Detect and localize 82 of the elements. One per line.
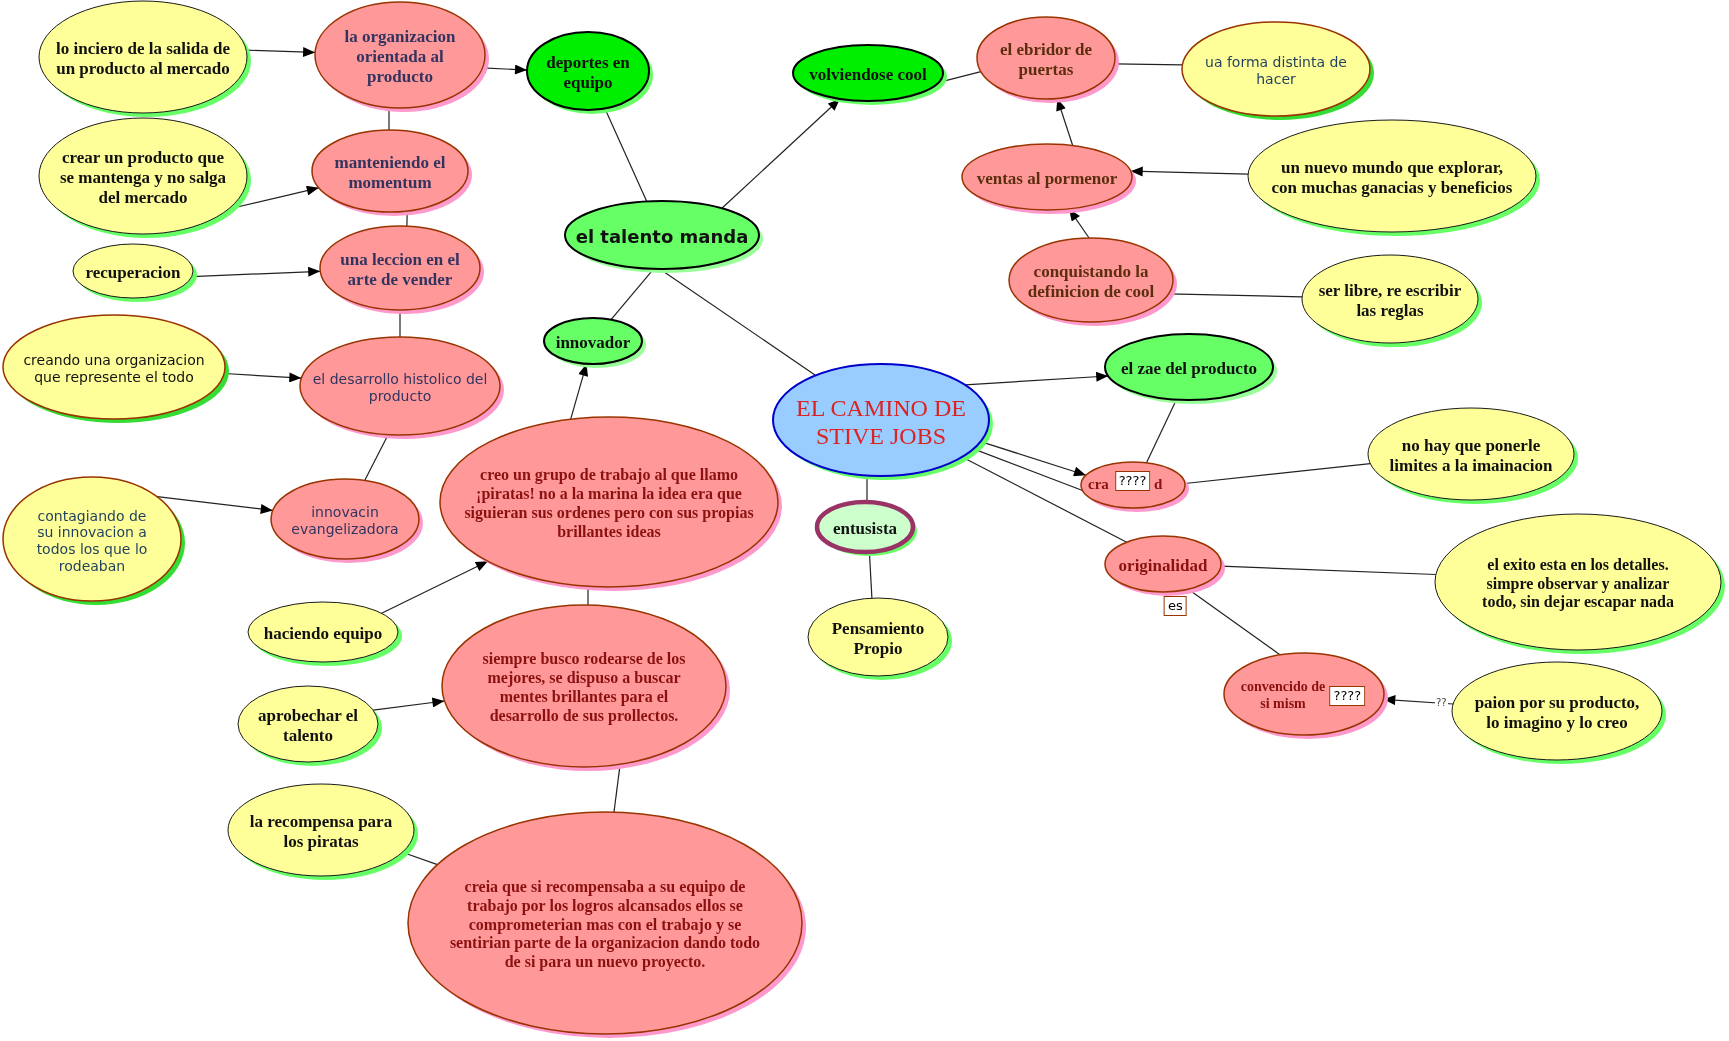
- concept-label: deportes en equipo: [545, 52, 631, 94]
- concept-ellipse: [297, 334, 507, 442]
- concept-label: aprobechar el talento: [257, 705, 359, 747]
- concept-label: lo inciero de la salida de un producto al mercado: [55, 38, 231, 80]
- concept-label: una leccion en el arte de vender: [339, 249, 461, 291]
- concept-label: creo un grupo de trabajo al que llamo ¡piratas! no a la marina la idea era que siguieran sus ordenes pero con sus propias brillantes ideas: [463, 466, 755, 542]
- arrow: [381, 560, 489, 614]
- concept-ellipse: [70, 241, 200, 305]
- concept-label: entusista: [832, 518, 898, 539]
- concept-label: volviendose cool: [809, 64, 927, 85]
- concept-ellipse: [814, 499, 920, 559]
- concept-ellipse: [790, 42, 950, 108]
- concept-ellipse: [309, 127, 475, 219]
- concept-label: haciendo equipo: [263, 623, 383, 644]
- concept-label: ser libre, re escribir las reglas: [1317, 280, 1463, 322]
- concept-label: el exito esta en los detalles. simpre observar y analizar todo, sin dejar escapar nada: [1481, 555, 1675, 613]
- concept-ellipse: [235, 683, 385, 769]
- arrow: [156, 496, 274, 514]
- concept-ellipse: [437, 414, 785, 594]
- concept-ellipse: [225, 781, 421, 883]
- concept-label: EL CAMINO DE STIVE JOBS: [795, 393, 967, 451]
- concept-ellipse: [312, 0, 492, 115]
- concept-label: la recompensa para los piratas: [248, 811, 394, 853]
- concept-ellipse: [974, 14, 1122, 106]
- concept-label: la organizacion orientada al producto: [343, 26, 457, 88]
- arrow: [721, 98, 841, 209]
- concept-ellipse: [524, 29, 656, 117]
- concept-ellipse: [0, 474, 188, 608]
- arrow: [1130, 166, 1249, 177]
- connector-line: [1184, 463, 1371, 485]
- concept-ellipse: [36, 0, 254, 120]
- concept-label: el talento manda: [575, 226, 749, 248]
- concept-ellipse: [36, 115, 254, 241]
- concept-label: originalidad: [1118, 555, 1208, 576]
- concept-ellipse: [1102, 533, 1228, 599]
- concept-ellipse: [1432, 511, 1728, 657]
- concept-ellipse: [541, 315, 649, 371]
- concept-label: ventas al pormenor: [976, 168, 1118, 189]
- concept-label: siempre busco rodearse de los mejores, se dispuso a buscar mentes brillantes para el desarrollo de sus prollectos.: [481, 650, 687, 726]
- concept-ellipse: [439, 602, 733, 774]
- concept-ellipse: [268, 476, 426, 566]
- concept-ellipse: [1179, 19, 1377, 123]
- link-label: ????: [1329, 686, 1366, 707]
- link-label: ??: [1435, 697, 1448, 709]
- concept-ellipse: [405, 809, 809, 1041]
- link-label: es: [1163, 596, 1187, 617]
- concept-label: ua forma distinta de hacer: [1204, 54, 1348, 88]
- concept-label: recuperacion: [85, 262, 181, 283]
- arrow: [964, 371, 1109, 386]
- concept-label: paion por su producto, lo imagino y lo creo: [1473, 692, 1641, 734]
- concept-ellipse: [1299, 252, 1485, 350]
- concept-label: d: [1154, 476, 1163, 494]
- concept-ellipse: [805, 595, 955, 683]
- concept-ellipse: [1006, 235, 1180, 329]
- concept-label: innovador: [555, 332, 631, 353]
- concept-ellipse: [562, 198, 766, 276]
- concept-label: conquistando la definicion de cool: [1026, 261, 1156, 303]
- concept-label: convencido de si mism: [1239, 679, 1327, 713]
- concept-label: el ebridor de puertas: [998, 39, 1094, 81]
- concept-ellipse: [1102, 331, 1280, 407]
- concept-ellipse: [770, 361, 996, 483]
- concept-label: el desarrollo histolico del producto: [312, 371, 488, 405]
- concept-label: Pensamiento Propio: [830, 618, 926, 660]
- concept-label: crear un producto que se mantenga y no salga del mercado: [58, 147, 228, 209]
- concept-label: creando una organizacion que represente el todo: [22, 352, 206, 386]
- concept-label: creia que si recompensaba a su equipo de trabajo por los logros alcansados ellos se comprometerian mas con el trabajo y se sentirian parte de la organizacion dando todo de si para un nuevo proyecto.: [448, 877, 762, 973]
- concept-label: no hay que ponerle limites a la imainacion: [1388, 435, 1554, 477]
- concept-label: contagiando de su innovacion a todos los que lo rodeaban: [35, 507, 149, 575]
- concept-label: el zae del producto: [1120, 358, 1258, 379]
- concept-ellipse: [245, 599, 405, 669]
- concept-ellipse: [0, 312, 232, 426]
- concept-ellipse: [1245, 117, 1543, 239]
- concept-ellipse: [959, 141, 1139, 217]
- concept-label: manteniendo el momentum: [333, 152, 447, 194]
- arrow: [372, 697, 445, 711]
- concept-ellipse: [317, 223, 487, 317]
- concept-label: cra: [1088, 476, 1109, 494]
- concept-ellipse: [1221, 650, 1391, 742]
- concept-label: un nuevo mundo que explorar, con muchas ganacias y beneficios: [1270, 157, 1514, 199]
- concept-ellipse: [1365, 405, 1581, 507]
- concept-ellipse: [1449, 659, 1669, 767]
- concept-label: innovacin evangelizadora: [290, 504, 400, 538]
